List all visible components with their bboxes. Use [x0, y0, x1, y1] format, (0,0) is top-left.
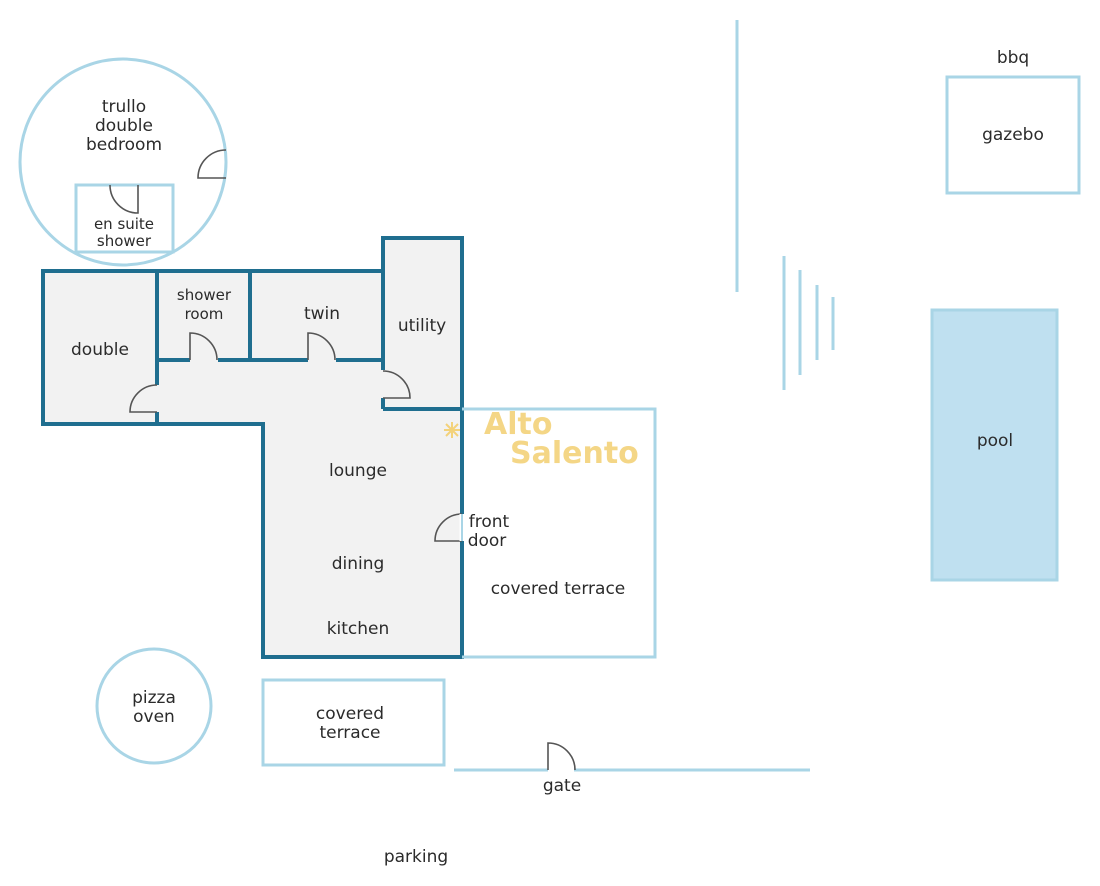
- pool: pool: [930, 308, 1059, 582]
- watermark-logo: Alto Salento: [444, 407, 639, 471]
- svg-text:utility: utility: [398, 316, 446, 336]
- double-label: double: [71, 340, 129, 360]
- svg-text:parking: parking: [384, 847, 448, 867]
- trullo-label-2: double: [95, 116, 153, 136]
- svg-text:gazebo: gazebo: [982, 125, 1044, 145]
- svg-text:pool: pool: [977, 431, 1013, 451]
- svg-text:covered terrace: covered terrace: [491, 579, 626, 599]
- gazebo: bbq gazebo: [945, 48, 1081, 195]
- shower-room-door: [189, 332, 218, 361]
- fence-gate: gate: [454, 742, 810, 796]
- twin-door: [307, 332, 336, 361]
- en-suite-door: [109, 184, 139, 214]
- svg-text:oven: oven: [133, 707, 175, 727]
- covered-terrace-small-label-2: terrace: [319, 723, 380, 743]
- svg-text:twin: twin: [304, 304, 340, 324]
- svg-text:front: front: [469, 512, 510, 532]
- shower-room-label-2: room: [185, 305, 224, 323]
- main-house: double shower room twin utility lounge d…: [41, 236, 465, 659]
- gazebo-label: gazebo: [982, 125, 1044, 145]
- trullo-double-bedroom: trullo double bedroom en suite shower: [18, 57, 228, 267]
- covered-terrace-main: front door covered terrace: [462, 407, 657, 659]
- twin-label: twin: [304, 304, 340, 324]
- svg-text:pizza: pizza: [132, 688, 176, 708]
- en-suite-label-2: shower: [97, 232, 152, 250]
- kitchen-label: kitchen: [327, 619, 390, 639]
- en-suite-shower: [74, 183, 175, 254]
- pizza-oven: pizza oven: [95, 647, 213, 765]
- sun-icon: [444, 422, 460, 438]
- svg-text:kitchen: kitchen: [327, 619, 390, 639]
- bbq-label: bbq: [997, 48, 1029, 68]
- en-suite-label-1: en suite: [94, 215, 154, 233]
- pizza-oven-label-2: oven: [133, 707, 175, 727]
- covered-terrace-main-label: covered terrace: [491, 579, 626, 599]
- front-door-label-1: front: [469, 512, 510, 532]
- svg-text:gate: gate: [543, 776, 581, 796]
- watermark-line-2: Salento: [510, 436, 639, 471]
- svg-text:dining: dining: [332, 554, 385, 574]
- svg-text:double: double: [71, 340, 129, 360]
- utility-label: utility: [398, 316, 446, 336]
- svg-text:Salento: Salento: [510, 436, 639, 471]
- svg-text:en suite: en suite: [94, 215, 154, 233]
- svg-text:terrace: terrace: [319, 723, 380, 743]
- pizza-oven-label-1: pizza: [132, 688, 176, 708]
- shower-room-label-1: shower: [177, 286, 232, 304]
- steps: [782, 256, 835, 390]
- watermark-line-1: Alto: [484, 407, 552, 442]
- utility-door: [382, 370, 411, 399]
- svg-text:shower: shower: [177, 286, 232, 304]
- front-door: [434, 513, 463, 542]
- svg-text:covered: covered: [316, 704, 384, 724]
- svg-text:bedroom: bedroom: [86, 135, 162, 155]
- trullo-label-1: trullo: [102, 97, 146, 117]
- svg-text:bbq: bbq: [997, 48, 1029, 68]
- front-door-label-2: door: [468, 531, 507, 551]
- covered-terrace-small: covered terrace: [261, 678, 446, 767]
- pool-label: pool: [977, 431, 1013, 451]
- svg-text:shower: shower: [97, 232, 152, 250]
- svg-text:trullo: trullo: [102, 97, 146, 117]
- svg-text:double: double: [95, 116, 153, 136]
- svg-text:door: door: [468, 531, 507, 551]
- dining-label: dining: [332, 554, 385, 574]
- svg-text:lounge: lounge: [329, 461, 387, 481]
- svg-text:Alto: Alto: [484, 407, 552, 442]
- trullo-door: [197, 149, 227, 179]
- lounge-label: lounge: [329, 461, 387, 481]
- gate-door: [547, 742, 576, 771]
- svg-text:room: room: [185, 305, 224, 323]
- parking-label: parking: [384, 847, 448, 867]
- covered-terrace-small-label-1: covered: [316, 704, 384, 724]
- trullo-label-3: bedroom: [86, 135, 162, 155]
- gate-label: gate: [543, 776, 581, 796]
- double-door: [129, 384, 158, 413]
